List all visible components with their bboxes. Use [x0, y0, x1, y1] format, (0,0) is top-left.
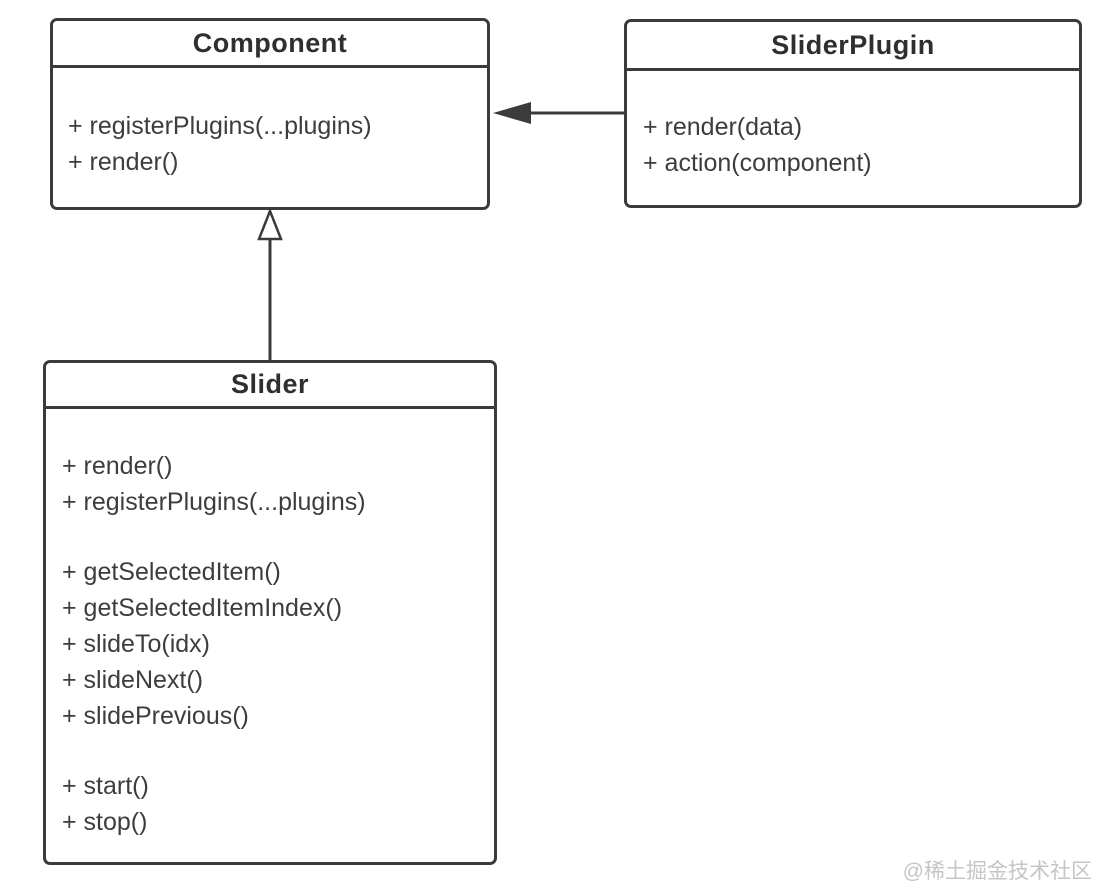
member-group-lifecycle: + start() + stop() [62, 768, 480, 840]
class-box-slider: Slider + render() + registerPlugins(...p… [43, 360, 497, 865]
class-members-slider: + render() + registerPlugins(...plugins)… [46, 409, 494, 840]
class-member: + action(component) [643, 149, 872, 177]
class-member: + slideNext() [62, 666, 204, 694]
class-title-component: Component [53, 21, 487, 68]
class-box-component: Component + registerPlugins(...plugins) … [50, 18, 490, 210]
class-member: + getSelectedItem() [62, 558, 281, 586]
member-group-navigation: + getSelectedItem() + getSelectedItemInd… [62, 554, 480, 734]
class-member: + getSelectedItemIndex() [62, 594, 343, 622]
class-box-sliderplugin: SliderPlugin + render(data) + action(com… [624, 19, 1082, 208]
member-group-render: + render() + registerPlugins(...plugins) [62, 448, 480, 520]
class-title-sliderplugin: SliderPlugin [627, 22, 1079, 71]
class-members-component: + registerPlugins(...plugins) + render() [53, 68, 487, 180]
association-arrow-sliderplugin-to-component [493, 102, 624, 124]
watermark: @稀土掘金技术社区 [902, 860, 1092, 883]
class-member: + start() [62, 772, 149, 800]
class-member: + render() [62, 452, 173, 480]
class-member: + registerPlugins(...plugins) [68, 112, 372, 140]
class-member: + registerPlugins(...plugins) [62, 488, 366, 516]
class-member: + slideTo(idx) [62, 630, 210, 658]
class-title-slider: Slider [46, 363, 494, 409]
class-members-sliderplugin: + render(data) + action(component) [627, 71, 1079, 181]
class-member: + stop() [62, 808, 148, 836]
inheritance-arrow-slider-to-component [257, 207, 283, 360]
class-member: + render() [68, 148, 179, 176]
class-member: + slidePrevious() [62, 702, 249, 730]
class-member: + render(data) [643, 113, 803, 141]
